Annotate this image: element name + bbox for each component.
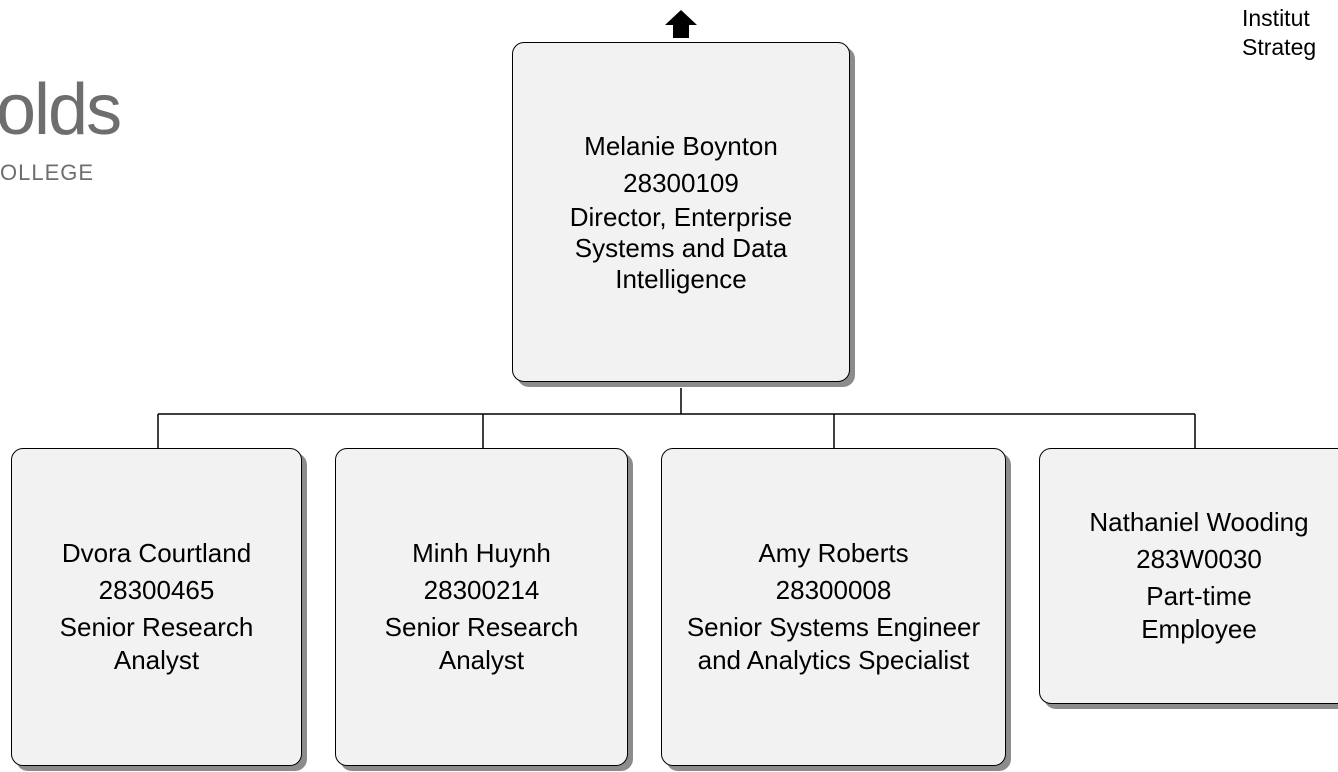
logo-subtitle: OLLEGE	[0, 160, 95, 185]
report-number: 28300008	[775, 575, 892, 605]
report-title: Senior Research Analyst	[59, 612, 254, 675]
report-name: Nathaniel Wooding	[1089, 507, 1309, 537]
manager-title: Director, Enterprise Systems and Data In…	[569, 201, 793, 294]
college-logo: olds OLLEGE	[0, 70, 140, 210]
report-name: Amy Roberts	[758, 538, 909, 568]
manager-name: Melanie Boynton	[584, 130, 778, 161]
report-node-1[interactable]: Dvora Courtland 28300465 Senior Research…	[11, 448, 302, 766]
report-name: Minh Huynh	[412, 538, 551, 568]
manager-node[interactable]: Melanie Boynton 28300109 Director, Enter…	[512, 42, 850, 382]
report-number: 283W0030	[1136, 544, 1262, 574]
report-number: 28300214	[423, 575, 540, 605]
report-title: Senior Systems Engineer and Analytics Sp…	[686, 612, 981, 675]
report-node-4[interactable]: Nathaniel Wooding 283W0030 Part-time Emp…	[1039, 448, 1338, 704]
report-title: Part-time Employee	[1141, 581, 1257, 644]
report-title: Senior Research Analyst	[384, 612, 579, 675]
report-node-3[interactable]: Amy Roberts 28300008 Senior Systems Engi…	[661, 448, 1006, 766]
report-name: Dvora Courtland	[61, 538, 252, 568]
arrow-up-icon[interactable]	[663, 8, 699, 40]
report-node-2[interactable]: Minh Huynh 28300214 Senior Research Anal…	[335, 448, 628, 766]
logo-wordmark: olds	[0, 70, 122, 150]
manager-number: 28300109	[623, 167, 739, 198]
header-text-line-2: Strateg	[1242, 34, 1317, 60]
header-text: Institut Strateg	[1242, 4, 1316, 62]
header-text-line-1: Institut	[1242, 5, 1310, 31]
report-number: 28300465	[98, 575, 215, 605]
